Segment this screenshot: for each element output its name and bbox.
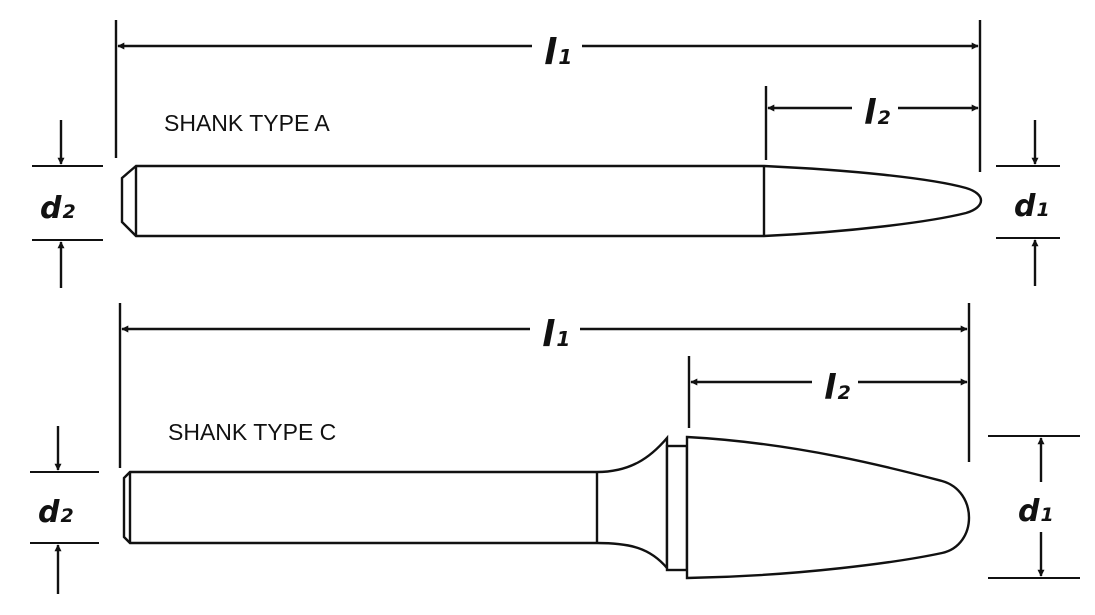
tool-head-c <box>685 435 971 580</box>
d1-label-main-a: d <box>1014 189 1036 224</box>
d1-label-c: d1 <box>1018 494 1054 529</box>
l2-label-sub-a: 2 <box>878 107 891 129</box>
l2-label-main-a: l <box>864 93 877 133</box>
shank-c <box>122 434 669 572</box>
l1-label-backdrop-a <box>532 26 582 66</box>
caption-shank-type-a: SHANK TYPE A <box>164 110 330 136</box>
d2-label-sub-a: 2 <box>62 201 75 223</box>
l2-label-sub-c: 2 <box>838 382 851 404</box>
l1-label-sub-c: 1 <box>556 327 570 351</box>
l1-label-backdrop-c <box>530 309 580 349</box>
d2-label-sub-c: 2 <box>60 505 73 527</box>
d2-label-main-a: d <box>40 191 62 226</box>
d2-label-a: d2 <box>40 191 76 226</box>
l2-label-main-c: l <box>824 368 837 408</box>
l1-label-sub-a: 1 <box>558 45 572 69</box>
tool-body-a <box>120 164 983 238</box>
d1-label-main-c: d <box>1018 494 1040 529</box>
collar-c <box>665 444 689 572</box>
d1-label-sub-a: 1 <box>1036 199 1049 221</box>
l1-label-main-a: l <box>544 32 557 73</box>
l2-label-backdrop-a <box>852 90 898 128</box>
d2-label-main-c: d <box>38 495 60 530</box>
l1-label-main-c: l <box>542 314 555 355</box>
d1-label-sub-c: 1 <box>1040 504 1053 526</box>
d2-label-c: d2 <box>38 495 74 530</box>
l2-label-backdrop-c <box>812 364 858 402</box>
d1-label-a: d1 <box>1014 189 1050 224</box>
caption-shank-type-c: SHANK TYPE C <box>168 419 336 445</box>
